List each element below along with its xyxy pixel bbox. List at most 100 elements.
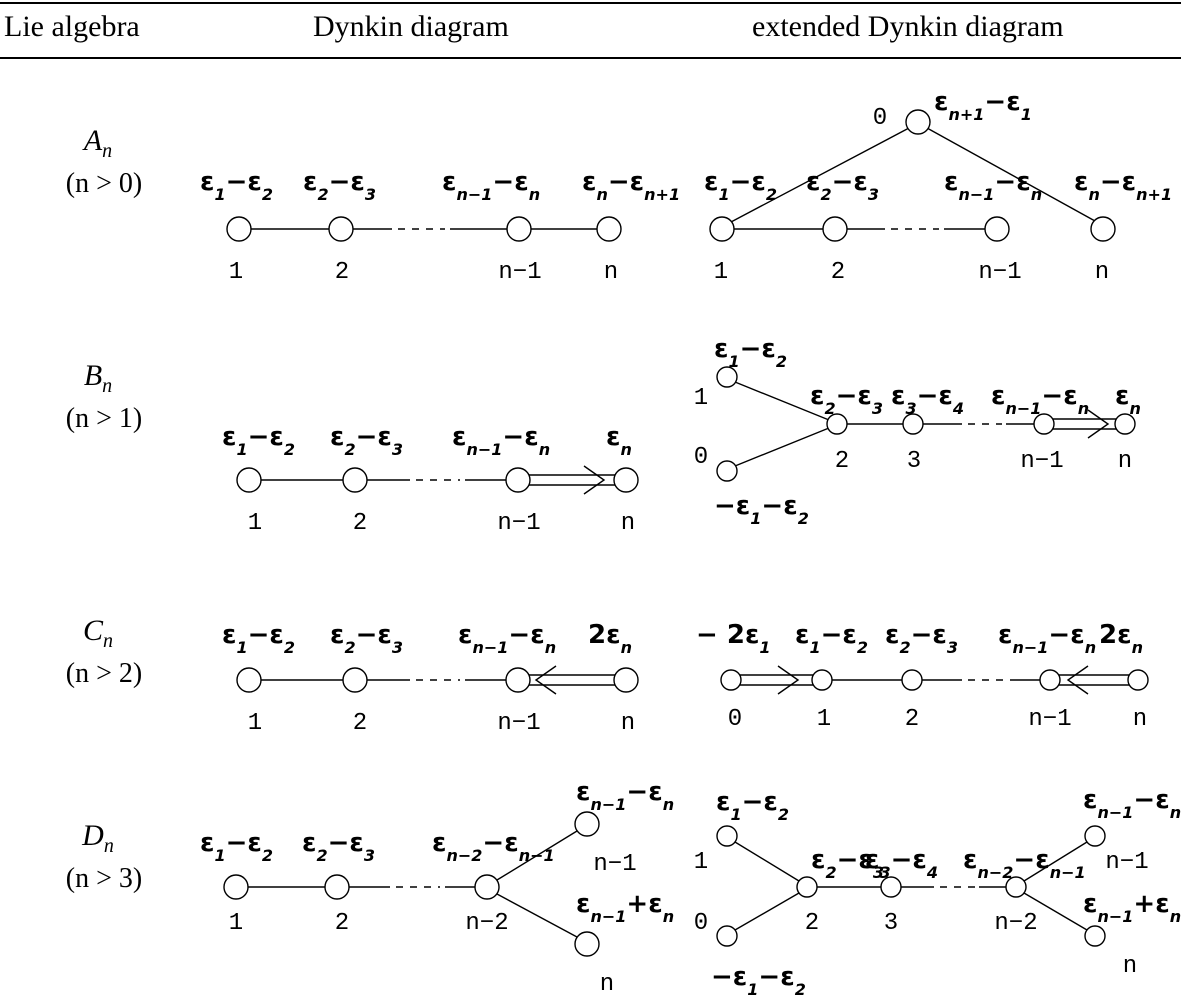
node-label: 1	[229, 259, 243, 286]
node	[1033, 413, 1055, 435]
node	[796, 876, 818, 898]
node-label: 2	[335, 910, 349, 937]
node	[223, 874, 249, 900]
header-extended-dynkin-diagram: extended Dynkin diagram	[752, 10, 1064, 43]
node-label: 2	[805, 910, 819, 937]
root-label: −ε1−ε2	[711, 962, 806, 997]
algebra-condition: (n > 0)	[66, 168, 142, 199]
node-label: 3	[907, 448, 921, 475]
node	[236, 667, 262, 693]
node	[901, 669, 923, 691]
root-label: εn−εn+1	[582, 167, 680, 204]
node	[324, 874, 350, 900]
root-label: ε1−ε2	[716, 787, 789, 824]
node	[1084, 825, 1106, 847]
edge	[496, 893, 578, 938]
root-label: ε1−ε2	[222, 620, 295, 657]
root-label: εn	[606, 422, 632, 459]
node	[1127, 669, 1149, 691]
node-label: 2	[353, 710, 367, 737]
node-label: 1	[694, 385, 708, 412]
node-label: 0	[694, 444, 708, 471]
node	[328, 216, 354, 242]
root-label: εn−1−εn	[991, 381, 1089, 418]
root-label: ε2−ε3	[302, 828, 375, 865]
node-label: n−1	[1028, 706, 1071, 733]
root-label: ε2−ε3	[810, 381, 883, 418]
algebra-name: Dn	[81, 819, 114, 857]
node-label: n	[1095, 259, 1109, 286]
edge	[926, 127, 1096, 222]
root-label: εn−2−εn−1	[963, 845, 1086, 882]
node	[716, 925, 738, 947]
node-label: n−1	[498, 259, 541, 286]
node	[822, 216, 848, 242]
root-label: ε2−ε3	[806, 167, 879, 204]
root-label: 2εn	[1099, 620, 1143, 657]
edge	[1023, 841, 1088, 882]
node-label: n	[621, 710, 635, 737]
node	[1090, 216, 1116, 242]
root-label: − 2ε1	[696, 620, 771, 657]
node	[506, 216, 532, 242]
arrow-left	[534, 665, 557, 695]
root-label: ε3−ε4	[865, 845, 938, 882]
node	[984, 216, 1010, 242]
root-label: εn−1+εn	[576, 889, 674, 926]
root-label: εn−2−εn−1	[432, 828, 555, 865]
root-label: ε2−ε3	[885, 620, 958, 657]
edge	[734, 892, 800, 931]
node-label: n	[604, 259, 618, 286]
node-label: n	[1118, 448, 1132, 475]
table-top-rule	[0, 2, 1181, 4]
root-label: ε2−ε3	[330, 422, 403, 459]
node-label: n−1	[1020, 448, 1063, 475]
node-label: n	[1133, 706, 1147, 733]
arrow-right	[583, 465, 606, 495]
root-label: εn−1−εn	[998, 620, 1096, 657]
root-label: εn+1−ε1	[934, 87, 1032, 124]
node-label: 2	[835, 448, 849, 475]
root-label: ε1−ε2	[200, 167, 273, 204]
root-label: ε1−ε2	[222, 422, 295, 459]
root-label: εn−1+εn	[1083, 889, 1181, 926]
root-label: εn−εn+1	[1074, 167, 1172, 204]
node	[613, 667, 639, 693]
root-label: ε1−ε2	[200, 828, 273, 865]
root-label: ε3−ε4	[891, 381, 964, 418]
node-label: n−2	[465, 910, 508, 937]
node	[342, 667, 368, 693]
node-label: 0	[728, 706, 742, 733]
node	[902, 413, 924, 435]
root-label: ε1−ε2	[704, 167, 777, 204]
edge	[496, 830, 578, 881]
root-label: ε2−ε3	[303, 167, 376, 204]
node	[709, 216, 735, 242]
node-label: 0	[873, 105, 887, 132]
node	[716, 825, 738, 847]
node	[1005, 876, 1027, 898]
node	[811, 669, 833, 691]
node-label: 0	[694, 910, 708, 937]
node	[905, 109, 931, 135]
table-header-rule	[0, 57, 1181, 59]
node	[720, 669, 742, 691]
node	[574, 931, 600, 957]
node-label: n−1	[593, 851, 636, 878]
arrow-right	[777, 665, 800, 695]
node-label: 2	[335, 259, 349, 286]
node	[226, 216, 252, 242]
edge	[734, 381, 830, 421]
arrow-left	[1066, 665, 1089, 695]
algebra-condition: (n > 3)	[66, 863, 142, 894]
node-label: 2	[831, 259, 845, 286]
node	[574, 811, 600, 837]
root-label: ε2−ε3	[811, 845, 884, 882]
node	[1084, 925, 1106, 947]
root-label: ε1−ε2	[795, 620, 868, 657]
node	[826, 413, 848, 435]
node	[716, 366, 738, 388]
node-label: n−1	[497, 710, 540, 737]
edge	[1023, 892, 1088, 931]
node-label: n	[1123, 953, 1137, 980]
